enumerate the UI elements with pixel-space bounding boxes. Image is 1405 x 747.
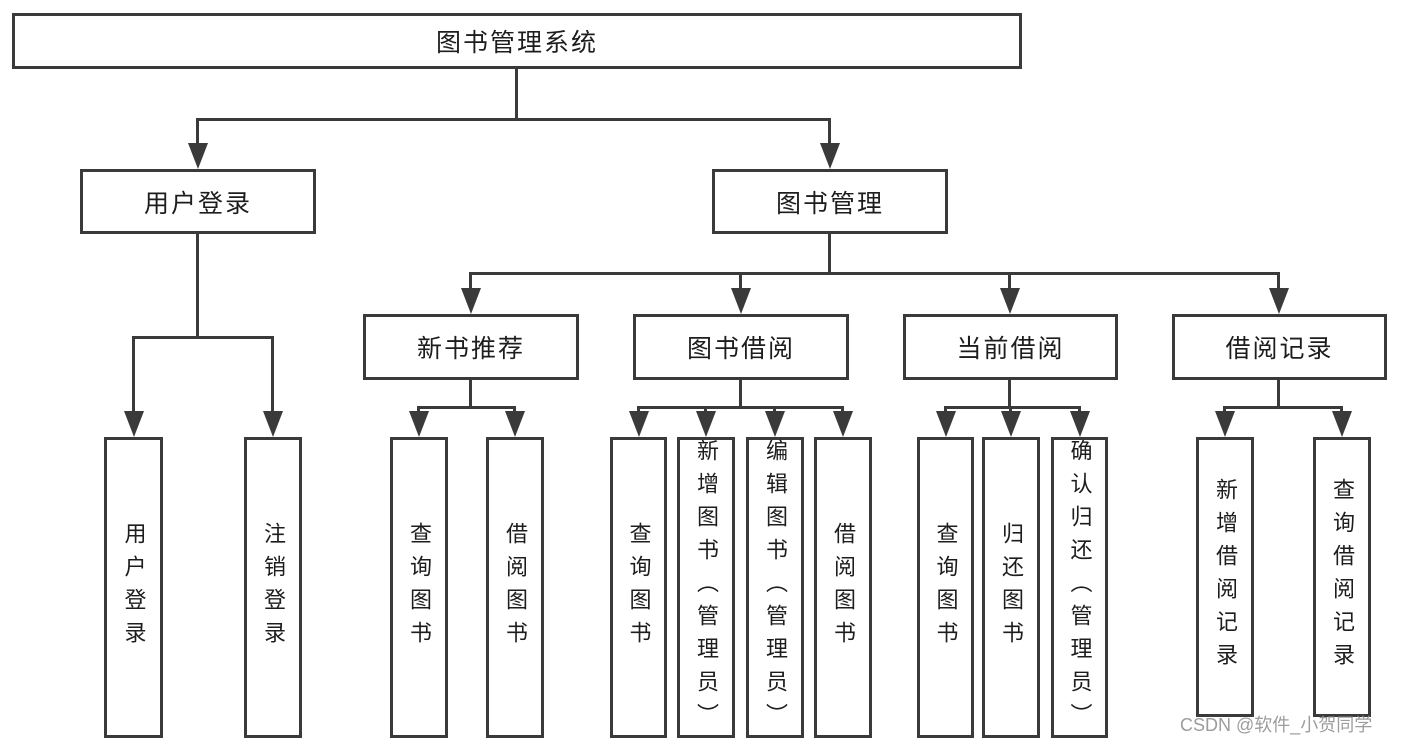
connector-line <box>515 69 518 121</box>
node-leaf-add-borrow-record: 新增借阅记录 <box>1196 437 1254 717</box>
node-leaf-add-book-admin-label: 新增图书（管理员） <box>694 439 719 736</box>
node-leaf-logout-label: 注销登录 <box>261 521 286 654</box>
node-leaf-edit-book-admin-label: 编辑图书（管理员） <box>763 439 788 736</box>
connector-line <box>739 272 742 294</box>
connector-line <box>469 272 1280 275</box>
node-leaf-query-borrow-record-label: 查询借阅记录 <box>1330 478 1355 676</box>
arrow-down-icon <box>1000 288 1020 314</box>
node-leaf-return-books: 归还图书 <box>982 437 1040 738</box>
node-leaf-add-borrow-record-label: 新增借阅记录 <box>1213 478 1238 676</box>
node-leaf-query-books-1: 查询图书 <box>390 437 448 738</box>
connector-line <box>1008 272 1011 294</box>
arrow-down-icon <box>765 411 785 437</box>
connector-line <box>196 118 199 148</box>
connector-line <box>417 406 516 409</box>
node-book-management: 图书管理 <box>712 169 948 234</box>
node-leaf-borrow-books-1: 借阅图书 <box>486 437 544 738</box>
node-leaf-borrow-books-2: 借阅图书 <box>814 437 872 738</box>
node-leaf-confirm-return-admin-label: 确认归还（管理员） <box>1067 439 1093 736</box>
node-leaf-user-login-label: 用户登录 <box>121 521 147 654</box>
node-user-login-label: 用户登录 <box>143 189 252 218</box>
connector-line <box>944 406 1081 409</box>
arrow-down-icon <box>936 411 956 437</box>
arrow-down-icon <box>629 411 649 437</box>
arrow-down-icon <box>263 411 283 437</box>
node-current-borrow-label: 当前借阅 <box>956 335 1065 363</box>
connector-line <box>828 234 831 275</box>
watermark: CSDN @软件_小贺同学 <box>1180 715 1373 735</box>
node-leaf-add-book-admin: 新增图书（管理员） <box>677 437 735 738</box>
arrow-down-icon <box>1215 411 1235 437</box>
node-leaf-query-books-1-label: 查询图书 <box>407 521 432 654</box>
node-leaf-logout: 注销登录 <box>244 437 302 738</box>
node-leaf-user-login: 用户登录 <box>104 437 163 738</box>
arrow-down-icon <box>1070 411 1090 437</box>
node-borrow-records-label: 借阅记录 <box>1225 335 1334 363</box>
connector-line <box>196 118 831 121</box>
node-new-book-recommend: 新书推荐 <box>363 314 579 380</box>
node-leaf-query-borrow-record: 查询借阅记录 <box>1313 437 1371 717</box>
arrow-down-icon <box>833 411 853 437</box>
arrow-down-icon <box>696 411 716 437</box>
connector-line <box>1223 406 1343 409</box>
connector-line <box>132 336 274 339</box>
arrow-down-icon <box>1269 288 1289 314</box>
node-leaf-query-books-2-label: 查询图书 <box>626 521 652 654</box>
arrow-down-icon <box>1332 411 1352 437</box>
connector-line <box>196 234 199 339</box>
node-library-system-label: 图书管理系统 <box>435 29 598 57</box>
connector-line <box>1277 272 1280 294</box>
arrow-down-icon <box>1001 411 1021 437</box>
node-leaf-return-books-label: 归还图书 <box>999 521 1024 654</box>
arrow-down-icon <box>409 411 429 437</box>
connector-line <box>469 380 472 409</box>
node-leaf-query-books-2: 查询图书 <box>610 437 667 738</box>
node-current-borrow: 当前借阅 <box>903 314 1118 380</box>
connector-line <box>1277 380 1280 409</box>
node-book-borrow-label: 图书借阅 <box>686 335 795 363</box>
arrow-down-icon <box>124 411 144 437</box>
node-leaf-query-books-3: 查询图书 <box>917 437 974 738</box>
node-book-management-label: 图书管理 <box>775 189 884 218</box>
node-borrow-records: 借阅记录 <box>1172 314 1387 380</box>
arrow-down-icon <box>820 143 840 169</box>
node-book-borrow: 图书借阅 <box>633 314 849 380</box>
connector-line <box>739 380 742 409</box>
arrow-down-icon <box>461 288 481 314</box>
connector-line <box>271 336 274 414</box>
node-leaf-borrow-books-1-label: 借阅图书 <box>503 521 528 654</box>
node-leaf-query-books-3-label: 查询图书 <box>933 521 959 654</box>
connector-line <box>469 272 472 294</box>
arrow-down-icon <box>188 143 208 169</box>
connector-line <box>828 118 831 148</box>
node-user-login: 用户登录 <box>80 169 316 234</box>
connector-line <box>637 406 844 409</box>
arrow-down-icon <box>505 411 525 437</box>
node-library-system: 图书管理系统 <box>12 13 1022 69</box>
node-new-book-recommend-label: 新书推荐 <box>416 335 525 363</box>
connector-line <box>132 336 135 414</box>
arrow-down-icon <box>731 288 751 314</box>
node-leaf-edit-book-admin: 编辑图书（管理员） <box>746 437 804 738</box>
connector-line <box>1008 380 1011 409</box>
node-leaf-confirm-return-admin: 确认归还（管理员） <box>1051 437 1108 738</box>
node-leaf-borrow-books-2-label: 借阅图书 <box>831 521 856 654</box>
